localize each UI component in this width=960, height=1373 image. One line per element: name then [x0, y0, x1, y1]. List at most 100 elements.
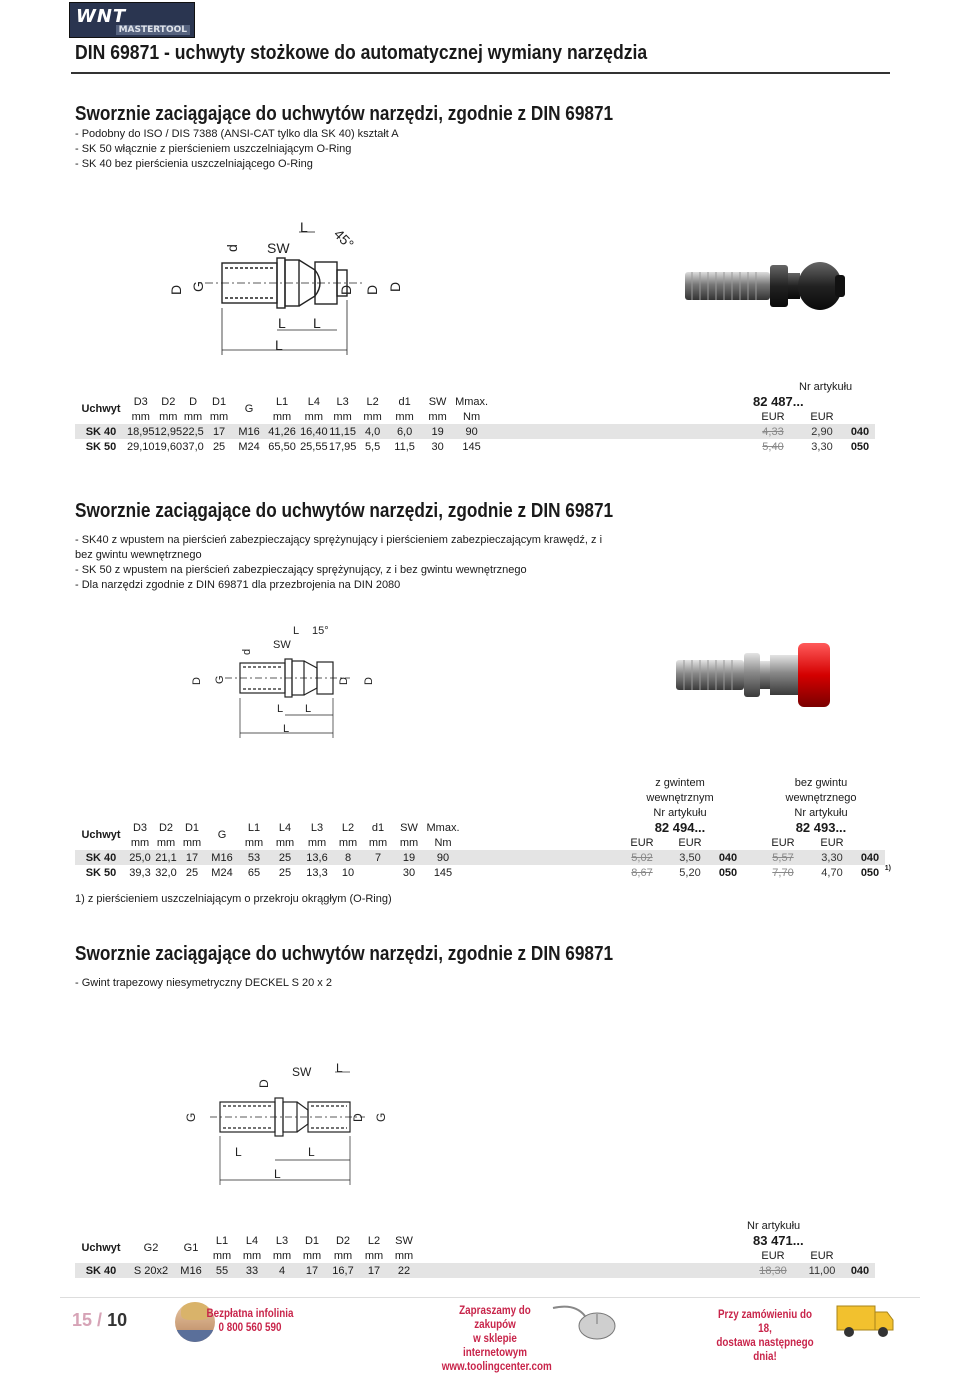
cell: 25 — [278, 866, 292, 879]
unit: mm — [364, 1249, 384, 1262]
cell: 19 — [393, 850, 425, 865]
col-header: SW — [400, 821, 418, 834]
article-suffix: 040 — [845, 424, 875, 439]
cell: 55 — [207, 1263, 237, 1278]
label-L1: L — [275, 337, 283, 353]
article-suffix-b: 050 1) — [855, 865, 891, 880]
col-header: d1 — [398, 395, 411, 408]
label-L2: L — [235, 1145, 242, 1159]
unit: mm — [244, 836, 264, 849]
currency: EUR — [761, 1249, 785, 1262]
col-header: L4 — [245, 1234, 259, 1247]
cell: 10 — [341, 866, 355, 879]
label-D2: D — [338, 677, 350, 685]
unit: mm — [272, 1249, 292, 1262]
col-header: D3 — [132, 821, 148, 834]
label-D: D — [387, 282, 403, 292]
label-G1: G — [184, 1113, 198, 1122]
logo-subtext: MASTERTOOL — [115, 25, 190, 35]
unit: mm — [159, 410, 178, 423]
unit: Nm — [434, 836, 452, 849]
unit: mm — [395, 410, 414, 423]
article-suffix-a: 050 — [718, 866, 738, 879]
cell: 29,10 — [127, 440, 155, 453]
article-number: 83 471... — [753, 1233, 804, 1248]
page-number-current: 15 — [72, 1310, 93, 1330]
bullet: - SK 50 z wpustem na pierścień zabezpiec… — [75, 564, 527, 576]
label-G: G — [190, 281, 206, 292]
footer-divider — [60, 1297, 920, 1298]
article-number-b: 82 493... — [795, 820, 847, 835]
article-label: Nr artykułu — [799, 380, 853, 393]
section-3-table: Nr artykułu Uchwyt G2 G1 L1 L4 L3 D1 D2 … — [75, 1218, 875, 1278]
cell: 17 — [297, 1263, 327, 1278]
page-number: 15 / 10 — [72, 1310, 127, 1331]
mouse-icon — [552, 1305, 616, 1340]
currency: EUR — [820, 836, 844, 849]
label-angle: 15° — [312, 625, 329, 637]
col-header: Mmax. — [426, 821, 460, 834]
cell: 19 — [421, 424, 454, 439]
col-header: D1 — [304, 1234, 320, 1247]
page-title: DIN 69871 - uchwyty stożkowe do automaty… — [75, 42, 648, 64]
currency: EUR — [678, 836, 702, 849]
cell: M24 — [238, 440, 260, 453]
cell: 13,3 — [306, 866, 328, 879]
label-l3: L — [336, 1061, 343, 1075]
row-name: SK 50 — [85, 866, 117, 879]
cell: 37,0 — [182, 440, 204, 453]
cell: 90 — [425, 850, 461, 865]
old-price: 18,30 — [747, 1263, 799, 1278]
col-header: L3 — [275, 1234, 289, 1247]
hotline-avatar — [175, 1302, 215, 1342]
shop-line-2: w sklepie internetowym — [463, 1331, 527, 1359]
label-D1: D — [191, 677, 203, 685]
col-header: G1 — [183, 1242, 199, 1254]
old-price-b: 7,70 — [772, 866, 794, 879]
bullet: - Dla narzędzi zgodnie z DIN 69871 dla p… — [75, 579, 401, 591]
col-header: L3 — [336, 395, 349, 408]
cell: 90 — [453, 424, 490, 439]
section-1-title: Sworznie zaciągające do uchwytów narzędz… — [75, 103, 614, 125]
old-price-a: 8,67 — [631, 866, 653, 879]
unit: mm — [304, 410, 323, 423]
cell: 41,26 — [264, 424, 301, 439]
shop-link[interactable]: www.toolingcenter.com — [441, 1359, 552, 1373]
cell: 12,95 — [154, 424, 183, 439]
section-2-table: z gwintem bez gwintu wewnętrznym wewnętr… — [75, 775, 891, 880]
article-label: Nr artykułu — [747, 1219, 801, 1232]
cell: M16 — [175, 1263, 207, 1278]
col-header: D1 — [212, 395, 227, 408]
cell: 53 — [239, 850, 269, 865]
section-2-product-photo — [676, 643, 830, 707]
col-header: L2 — [366, 395, 379, 408]
cell: 39,3 — [129, 866, 151, 879]
cell: 11,15 — [327, 424, 358, 439]
cell: 4,0 — [357, 424, 388, 439]
logo-text: WNT — [76, 6, 127, 27]
old-price-a: 5,02 — [617, 850, 667, 865]
col-header: d1 — [371, 821, 385, 834]
col-header: G2 — [143, 1242, 159, 1254]
bullet: - SK 40 bez pierścienia uszczelniającego… — [75, 158, 313, 170]
cell: M24 — [211, 866, 233, 879]
col-header: L3 — [310, 821, 324, 834]
unit: mm — [307, 836, 327, 849]
unit: mm — [394, 1249, 414, 1262]
label-D1: D — [168, 285, 184, 295]
delivery-promo: Przy zamówieniu do 18, dostawa następneg… — [712, 1307, 819, 1363]
label-L4: L — [308, 1145, 315, 1159]
unit: mm — [183, 410, 203, 423]
section-2-drawing: d SW L 15° D G D D L L L — [191, 625, 375, 738]
cell: 22 — [389, 1263, 419, 1278]
col-header: G — [244, 403, 254, 415]
label-D1: D — [257, 1079, 271, 1088]
cell: 145 — [462, 440, 481, 453]
label-D3: D — [364, 285, 380, 295]
cell: 32,0 — [155, 866, 177, 879]
col-header: L1 — [275, 395, 289, 408]
cell: 65 — [247, 866, 261, 879]
cell — [363, 865, 393, 880]
unit: mm — [156, 836, 176, 849]
row-name: SK 40 — [75, 424, 127, 439]
